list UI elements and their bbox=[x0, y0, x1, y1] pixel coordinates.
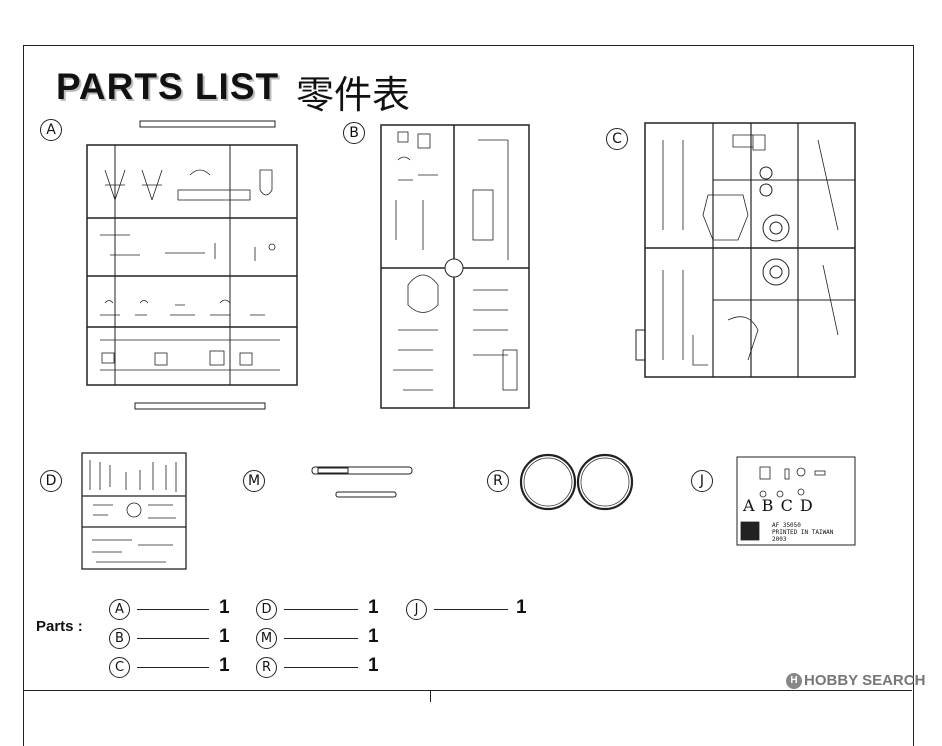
page-title: PARTS LIST bbox=[56, 66, 280, 107]
page-title-chinese: 零件表 bbox=[296, 73, 411, 117]
parts-row-r-qty: 1 bbox=[368, 655, 379, 676]
decal-printed: PRINTED IN TAIWAN bbox=[772, 529, 834, 536]
decal-code: AF 35050 bbox=[772, 522, 801, 529]
parts-row-d-circle: D bbox=[256, 599, 277, 620]
sprue-label-m: M bbox=[243, 470, 265, 492]
parts-row-d-qty: 1 bbox=[368, 597, 379, 618]
sprue-label-c: C bbox=[606, 128, 628, 150]
decal-year: 2003 bbox=[772, 536, 787, 543]
parts-row-a-circle: A bbox=[109, 599, 130, 620]
parts-row-b-line bbox=[137, 638, 209, 639]
parts-row-j-circle: J bbox=[406, 599, 427, 620]
parts-row-d-line bbox=[284, 609, 358, 610]
parts-row-a-qty: 1 bbox=[219, 597, 230, 618]
page-frame bbox=[23, 45, 914, 746]
bottom-divider bbox=[430, 690, 431, 702]
sprue-label-j: J bbox=[691, 470, 713, 492]
parts-row-r-circle: R bbox=[256, 657, 277, 678]
parts-row-c-line bbox=[137, 667, 209, 668]
sprue-label-b: B bbox=[343, 122, 365, 144]
decal-letters: ABCD bbox=[743, 496, 820, 515]
sprue-m-drawing bbox=[308, 462, 418, 502]
parts-label: Parts : bbox=[36, 618, 83, 635]
parts-row-r-line bbox=[284, 667, 358, 668]
sprue-label-d: D bbox=[40, 470, 62, 492]
bottom-rule bbox=[23, 690, 912, 691]
parts-row-b-qty: 1 bbox=[219, 626, 230, 647]
watermark: H HOBBY SEARCH bbox=[786, 672, 925, 689]
sprue-label-r: R bbox=[487, 470, 509, 492]
sprue-c-drawing bbox=[633, 120, 858, 380]
parts-row-b-circle: B bbox=[109, 628, 130, 649]
parts-row-j-qty: 1 bbox=[516, 597, 527, 618]
parts-row-a-line bbox=[137, 609, 209, 610]
sprue-label-a: A bbox=[40, 119, 62, 141]
parts-row-c-circle: C bbox=[109, 657, 130, 678]
sprue-r-drawing bbox=[518, 450, 636, 514]
sprue-d-drawing bbox=[78, 450, 190, 572]
sprue-b-drawing bbox=[378, 120, 532, 412]
parts-row-j-line bbox=[434, 609, 508, 610]
watermark-text: HOBBY SEARCH bbox=[804, 672, 926, 689]
parts-row-m-qty: 1 bbox=[368, 626, 379, 647]
sprue-a-drawing bbox=[80, 115, 302, 415]
decal-sheet-j bbox=[735, 455, 857, 547]
parts-row-m-line bbox=[284, 638, 358, 639]
parts-row-c-qty: 1 bbox=[219, 655, 230, 676]
hobby-search-logo-icon: H bbox=[786, 672, 802, 689]
parts-row-m-circle: M bbox=[256, 628, 277, 649]
